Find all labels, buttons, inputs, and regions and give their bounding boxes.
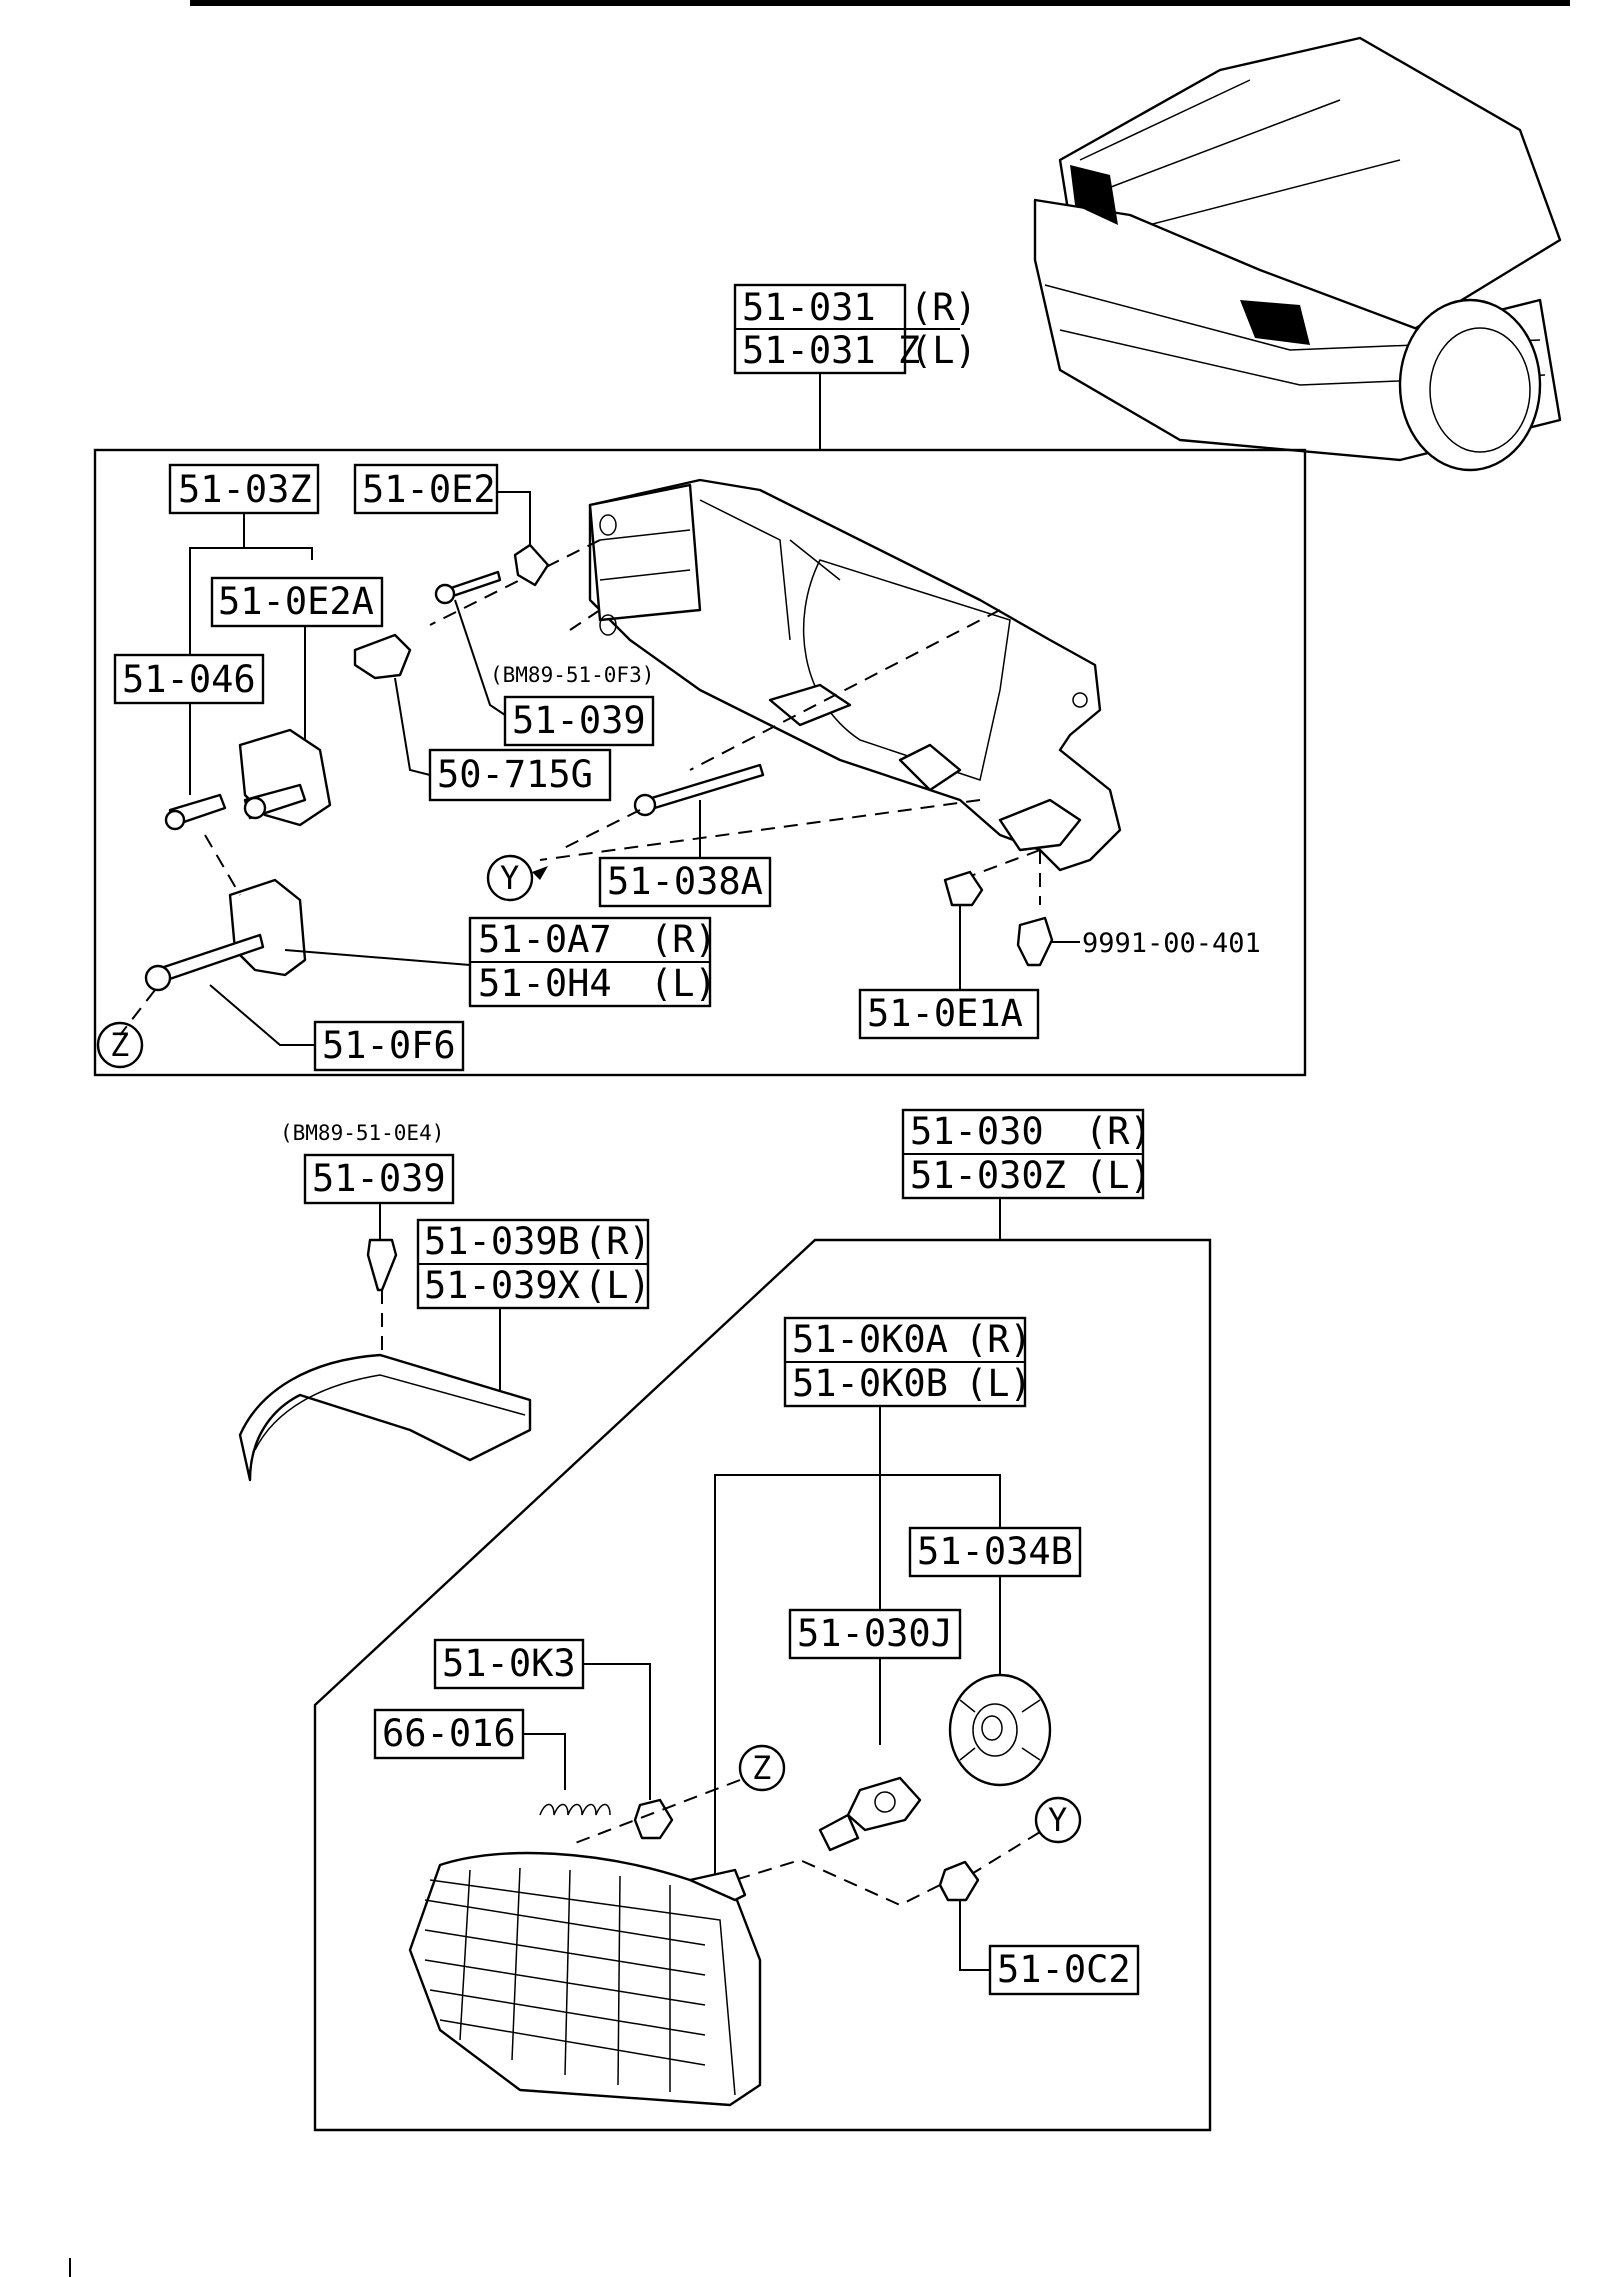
headlamp-unit [408, 1851, 762, 2107]
housing-part-r: 51-031 [742, 286, 876, 329]
marker-z-lower [738, 1744, 786, 1792]
part-51-039x-side: (L) [584, 1264, 651, 1307]
marker-y-upper-label: Y [500, 859, 519, 897]
housing-part-l: 51-031 Z [742, 329, 920, 372]
adjuster-bracket [164, 728, 332, 831]
cap-0c2 [938, 1860, 980, 1902]
part-51-0k0b: 51-0K0B [792, 1362, 948, 1405]
part-51-0k3: 51-0K3 [442, 1642, 576, 1685]
vehicle-location-sketch [1033, 36, 1562, 472]
part-51-0k0a: 51-0K0A [792, 1318, 948, 1361]
screw-039-lower [366, 1238, 398, 1292]
part-51-0c2: 51-0C2 [997, 1948, 1131, 1991]
part-66-016: 66-016 [382, 1712, 516, 1755]
part-51-039x: 51-039X [424, 1264, 580, 1307]
part-51-0h4: 51-0H4 [478, 962, 612, 1005]
note-bm89-51-0e4: (BM89-51-0E4) [280, 1121, 444, 1145]
part-51-0e2: 51-0E2 [362, 468, 496, 511]
upper-assembly-frame [93, 448, 1307, 1077]
lower-assembly-frame [313, 1238, 1212, 2132]
bolt-038a [643, 763, 765, 812]
spring-66-016 [539, 1803, 611, 1816]
bulb-030j [818, 1776, 922, 1852]
part-51-0a7: 51-0A7 [478, 918, 612, 961]
part-51-03z: 51-03Z [178, 468, 312, 511]
cap-0k3 [633, 1798, 674, 1840]
part-51-034b: 51-034B [917, 1530, 1073, 1573]
part-9991-00-401: 9991-00-401 [1082, 928, 1261, 959]
lamp-side-r: (R) [1085, 1110, 1152, 1153]
part-51-039b: 51-039B [424, 1220, 580, 1263]
marker-z-lower-label: Z [752, 1749, 771, 1787]
part-51-0a7-side: (R) [650, 918, 717, 961]
part-51-0k0a-side: (R) [965, 1318, 1032, 1361]
marker-z-upper-label: Z [110, 1026, 129, 1064]
part-51-0k0b-side: (L) [965, 1362, 1032, 1405]
marker-y-lower [1034, 1796, 1082, 1844]
part-51-039-lower: 51-039 [312, 1157, 446, 1200]
part-51-030j: 51-030J [797, 1612, 953, 1655]
clip-715g [353, 633, 412, 680]
part-51-0f6: 51-0F6 [322, 1024, 456, 1067]
part-51-046: 51-046 [122, 658, 256, 701]
part-51-038a: 51-038A [607, 860, 763, 903]
lamp-part-l: 51-030Z [910, 1154, 1066, 1197]
lamp-part-r: 51-030 [910, 1110, 1044, 1153]
page-top-rule [190, 0, 1570, 6]
housing-side-r: (R) [910, 286, 977, 329]
headlamp-mounting-bracket [588, 478, 1122, 872]
grommet-0e1a [943, 870, 984, 907]
marker-y-upper [486, 854, 534, 902]
part-51-0e2a: 51-0E2A [218, 580, 374, 623]
part-50-715g: 50-715G [437, 753, 593, 796]
housing-side-l: (L) [910, 329, 977, 372]
trim-panel-039b [238, 1353, 532, 1482]
lamp-side-l: (L) [1085, 1154, 1152, 1197]
clip-9991 [1016, 916, 1054, 967]
note-bm89-51-0f3: (BM89-51-0F3) [490, 663, 654, 687]
dust-cover-034b [948, 1673, 1052, 1787]
part-51-039b-side: (R) [584, 1220, 651, 1263]
clip-nut-0e2 [513, 543, 550, 587]
marker-y-lower-label: Y [1048, 1801, 1067, 1839]
part-51-0e1a: 51-0E1A [867, 992, 1023, 1035]
marker-z-upper [96, 1021, 144, 1069]
part-51-039-upper: 51-039 [512, 699, 646, 742]
adjuster-lower [144, 878, 307, 992]
part-51-0h4-side: (L) [650, 962, 717, 1005]
